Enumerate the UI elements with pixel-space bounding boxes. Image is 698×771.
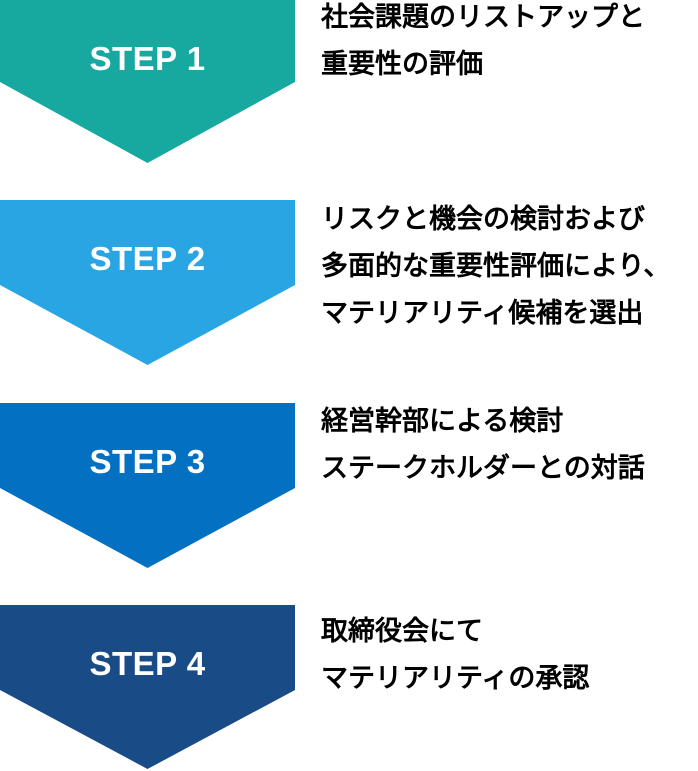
- step-3-arrow-polygon: [0, 403, 295, 568]
- step-4-arrow-shape: [0, 605, 295, 769]
- step-4-description-line-1: 取締役会にて: [321, 616, 483, 646]
- step-2-description-line-3: マテリアリティ候補を選出: [321, 298, 644, 328]
- process-step-1: STEP 1 社会課題のリストアップと 重要性の評価: [0, 0, 698, 200]
- step-1-arrow-shape: [0, 0, 295, 163]
- step-3-description: 経営幹部による検討 ステークホルダーとの対話: [321, 398, 698, 492]
- step-1-description-line-2: 重要性の評価: [321, 49, 483, 79]
- step-3-description-line-1: 経営幹部による検討: [321, 406, 564, 436]
- step-2-description-line-2: 多面的な重要性評価により、: [321, 251, 671, 281]
- step-1-arrow-polygon: [0, 0, 295, 163]
- step-4-arrow-polygon: [0, 605, 295, 769]
- step-2-description-line-1: リスクと機会の検討および: [321, 204, 645, 234]
- step-2-arrow-shape: [0, 200, 295, 365]
- process-step-3: STEP 3 経営幹部による検討 ステークホルダーとの対話: [0, 403, 698, 605]
- step-3-description-line-2: ステークホルダーとの対話: [321, 453, 645, 483]
- step-3-arrow-shape: [0, 403, 295, 568]
- process-step-4: STEP 4 取締役会にて マテリアリティの承認: [0, 605, 698, 771]
- step-2-description: リスクと機会の検討および 多面的な重要性評価により、 マテリアリティ候補を選出: [321, 196, 698, 337]
- step-4-description: 取締役会にて マテリアリティの承認: [321, 608, 698, 702]
- step-1-description-line-1: 社会課題のリストアップと: [321, 2, 645, 32]
- step-4-description-line-2: マテリアリティの承認: [321, 663, 590, 693]
- process-step-2: STEP 2 リスクと機会の検討および 多面的な重要性評価により、 マテリアリテ…: [0, 200, 698, 403]
- step-1-description: 社会課題のリストアップと 重要性の評価: [321, 0, 698, 88]
- step-2-arrow-polygon: [0, 200, 295, 365]
